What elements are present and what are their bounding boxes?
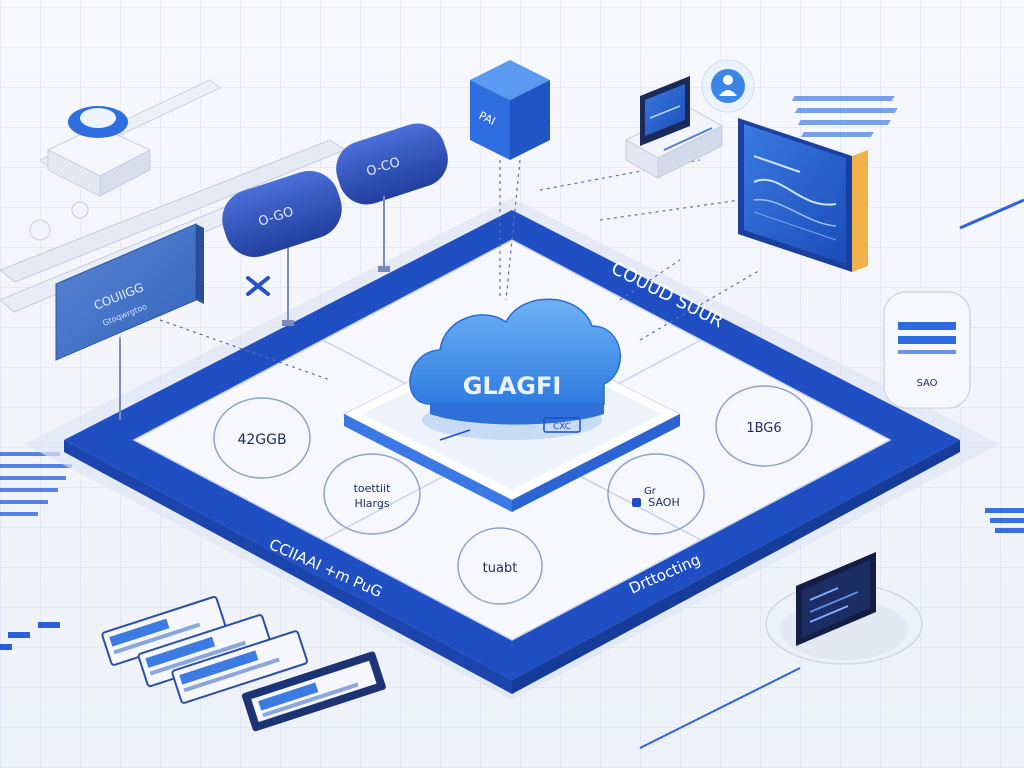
- bg-stripes-top-right: [791, 96, 898, 137]
- zone-network-label-1: toettiit: [354, 482, 392, 495]
- bg-connector-line-right: [959, 198, 1024, 230]
- sensor-device: [46, 106, 152, 197]
- zone-storage-label: 42GGB: [237, 432, 286, 448]
- pod-right: O-CO: [336, 123, 448, 272]
- bg-connector-line: [639, 667, 801, 749]
- card-stack: [101, 595, 386, 732]
- zone-status-prefix: Gr: [644, 486, 657, 497]
- monitor-icon: [640, 76, 690, 146]
- zone-bottom: tuabt: [457, 527, 543, 605]
- zone-compute-label: 1BG6: [746, 421, 781, 436]
- zone-bottom-label: tuabt: [483, 561, 518, 576]
- signboard: COUIIGG Gtoqwrgtoo: [55, 223, 204, 420]
- cloud-icon: GLAGFI: [409, 298, 621, 440]
- data-cube: PAI: [470, 60, 550, 160]
- zone-storage: 42GGB: [213, 397, 311, 479]
- zone-status-label: SAOH: [648, 496, 679, 509]
- zone-network-label-2: Hlargs: [354, 497, 389, 510]
- zone-network: toettiit Hlargs: [323, 453, 421, 535]
- side-badge-label: SAO: [916, 378, 937, 389]
- gear-icon: [906, 458, 914, 466]
- arrow-marker-icon: [501, 232, 509, 240]
- cloud-badge: CXC: [543, 417, 581, 433]
- terminal-device: [765, 552, 923, 665]
- server-icon: [624, 107, 724, 179]
- bg-stripes-left: [0, 452, 72, 516]
- user-icon: [701, 59, 755, 113]
- cloud-label: GLAGFI: [463, 372, 562, 400]
- x-mark-icon: [246, 276, 270, 296]
- zone-status: Gr SAOH: [607, 453, 705, 535]
- cloud-badge-label: CXC: [553, 422, 571, 432]
- bg-stripes-right: [985, 508, 1024, 533]
- zone-compute: 1BG6: [715, 385, 813, 467]
- pod-left: O-GO: [222, 170, 342, 326]
- cloud-pointer-line: [439, 429, 471, 441]
- bg-dashes-left: [0, 622, 60, 650]
- chart-icon: [738, 118, 868, 272]
- status-square-icon: [632, 498, 641, 507]
- side-badge: SAO: [883, 291, 971, 409]
